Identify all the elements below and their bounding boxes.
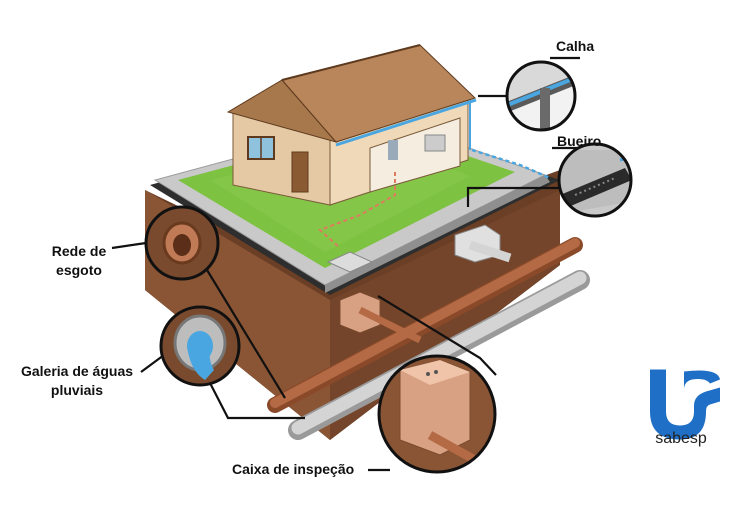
sewage-line: [318, 172, 396, 249]
sabesp-logo-text: sabesp: [655, 430, 707, 447]
caixa-inspecao-label: Caixa de inspeção: [232, 461, 355, 477]
calha-zoom: [505, 60, 577, 132]
galeria-zoom: [159, 305, 241, 387]
rede-esgoto-zoom: [144, 205, 220, 281]
caixa-inspecao-zoom: [377, 354, 497, 474]
galeria-label-line2: pluviais: [50, 382, 104, 398]
rede-esgoto-label-line2: esgoto: [56, 262, 102, 278]
bueiro-label: Bueiro: [557, 133, 602, 149]
sabesp-logo-icon: [650, 369, 720, 440]
calha-label: Calha: [556, 38, 595, 54]
house: [226, 44, 477, 206]
rede-esgoto-label: Rede de esgoto: [44, 242, 114, 280]
stormwater-line: [471, 148, 551, 180]
callout-lines: [111, 56, 580, 472]
galeria-label: Galeria de águas pluviais: [12, 362, 142, 400]
galeria-label-line1: Galeria de águas: [20, 363, 134, 379]
bueiro-zoom: [557, 142, 633, 218]
rede-esgoto-label-line1: Rede de: [51, 243, 107, 259]
